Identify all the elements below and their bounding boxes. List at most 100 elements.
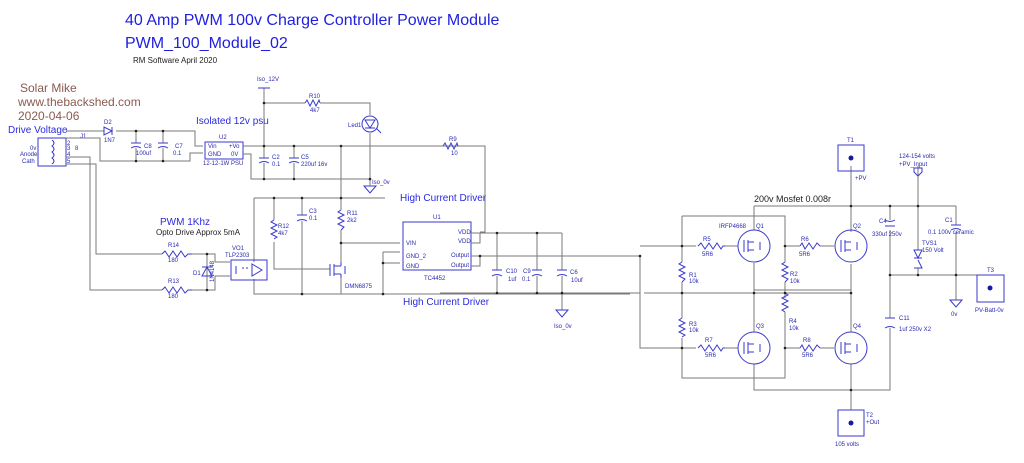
component-label: R5 — [703, 237, 711, 243]
component-label: 5R6 — [799, 252, 811, 258]
component-label: 4k7 — [310, 108, 320, 114]
component-label: D2 — [104, 120, 112, 126]
capacitor-c5: C5 220uf 16v — [288, 155, 327, 168]
component-label: VDD — [458, 230, 471, 236]
component-label: C7 — [175, 144, 183, 150]
ground-iso-0v-top: Iso_0v — [362, 180, 390, 194]
opto-note: Opto Drive Approx 5mA — [156, 228, 241, 237]
mosfet-q4: Q4 — [834, 324, 868, 365]
component-label: 1N4148 — [210, 260, 216, 282]
terminal-t3: T3 PV-Batt-0v — [975, 268, 1005, 314]
psu-module-u2: U2 Vin GND +Vo 0V 12-12-1W PSU — [203, 135, 244, 167]
tvs-diode-tvs1: TVS1 150 Volt — [913, 241, 944, 269]
component-label: VO1 — [232, 246, 245, 252]
component-label: GND — [406, 264, 420, 270]
component-label: VIN — [406, 241, 416, 247]
component-label: 3 — [67, 146, 71, 152]
resistor-r5: R5 5R6 — [697, 237, 725, 258]
resistor-r14: R14 180 — [161, 243, 192, 264]
component-label: 5R6 — [702, 252, 714, 258]
component-label: R10 — [309, 94, 321, 100]
component-label: C10 — [506, 269, 518, 275]
component-label: Led1 — [348, 123, 362, 129]
component-label: 4k7 — [278, 231, 288, 237]
capacitor-c2: C2 0.1 — [258, 155, 281, 168]
resistor-r1: R1 10k — [677, 261, 700, 285]
component-label: R2 — [790, 272, 798, 278]
component-label: Iso_0v — [372, 180, 390, 186]
resistor-r2: R2 10k — [780, 261, 801, 285]
component-label: TLP2303 — [225, 253, 250, 259]
psu-section-label: Isolated 12v psu — [196, 116, 269, 127]
component-label: 0.1 100v ceramic — [928, 230, 974, 236]
resistor-r7: R7 5R6 — [697, 338, 725, 359]
capacitor-c9: C9 0.1 — [522, 269, 543, 283]
component-label: +Vo — [229, 144, 240, 150]
capacitor-c7: C7 0.1 — [157, 142, 183, 157]
component-label: 0v — [951, 312, 957, 318]
component-label: Vin — [208, 144, 217, 150]
component-label: R1 — [689, 273, 697, 279]
component-label: R4 — [789, 319, 797, 325]
component-label: 1uf 250v X2 — [899, 327, 932, 333]
component-label: Cath — [22, 159, 35, 165]
mosfet-q2: Q2 — [834, 224, 868, 263]
connector-j1: J1 0v Anode Cath 2 3 4 5 8 — [20, 134, 87, 167]
component-label: 0.1 — [309, 216, 318, 222]
component-label: 10k — [790, 279, 801, 285]
ground-iso-0v-bottom: Iso_0v — [554, 309, 572, 330]
component-label: 10k — [689, 279, 700, 285]
component-label: 10 — [451, 151, 458, 157]
component-label: 0V — [231, 152, 238, 158]
component-label: 5 — [67, 159, 71, 165]
component-label: 2k2 — [347, 218, 357, 224]
resistor-r9: R9 10 — [442, 137, 459, 157]
diode-d2: D2 1N7 — [103, 120, 116, 144]
component-label: GND_2 — [406, 254, 427, 260]
capacitor-c6: C6 10uf — [556, 269, 583, 284]
mosfet-q5: DMN6875 — [329, 262, 373, 290]
component-label: TVS1 — [922, 241, 938, 247]
ground-0v: 0v — [948, 299, 964, 318]
credit-name: Solar Mike — [20, 81, 77, 95]
component-label: 0.1 — [272, 162, 281, 168]
component-label: 150 Volt — [922, 248, 944, 254]
terminal-t1: T1 +PV — [837, 138, 867, 182]
component-label: C4 — [879, 219, 887, 225]
component-label: R3 — [689, 322, 697, 328]
component-label: IRFP4668 — [719, 224, 747, 230]
component-label: 5R6 — [705, 353, 717, 359]
component-label: R7 — [705, 338, 713, 344]
component-label: 180 — [168, 294, 179, 300]
resistor-r6: R6 5R6 — [799, 237, 821, 258]
component-label: R14 — [168, 243, 180, 249]
component-label: T2 — [866, 413, 874, 419]
component-label: C9 — [523, 269, 531, 275]
component-label: R8 — [803, 338, 811, 344]
component-label: Anode — [20, 152, 38, 158]
component-label: D1 — [193, 271, 201, 277]
junctions — [134, 101, 958, 392]
component-label: 0.1 — [173, 151, 182, 157]
component-label: U2 — [219, 135, 227, 141]
capacitor-c1: C1 0.1 100v ceramic — [928, 218, 974, 236]
capacitor-c8: C8 100uf — [130, 142, 152, 157]
component-label: J1 — [80, 134, 87, 140]
component-label: Output — [451, 263, 469, 269]
credit-date: 2020-04-06 — [18, 109, 80, 123]
component-label: C2 — [272, 155, 280, 161]
component-label: 0.1 — [522, 277, 531, 283]
resistor-r4: R4 10k — [780, 292, 800, 332]
drive-voltage-label: Drive Voltage — [8, 125, 68, 136]
capacitor-c4: C4 330uf 250v — [872, 219, 902, 238]
capacitor-c3: C3 0.1 — [296, 209, 318, 222]
component-label: 5R6 — [802, 353, 814, 359]
component-label: GND — [208, 152, 222, 158]
component-label: R11 — [347, 211, 358, 217]
driver-label-top: High Current Driver — [400, 193, 487, 204]
optocoupler-vo1: VO1 TLP2303 — [225, 246, 268, 281]
component-label: Q2 — [853, 224, 862, 230]
pwm-label: PWM 1Khz — [160, 217, 210, 228]
component-label: Q3 — [756, 324, 765, 330]
